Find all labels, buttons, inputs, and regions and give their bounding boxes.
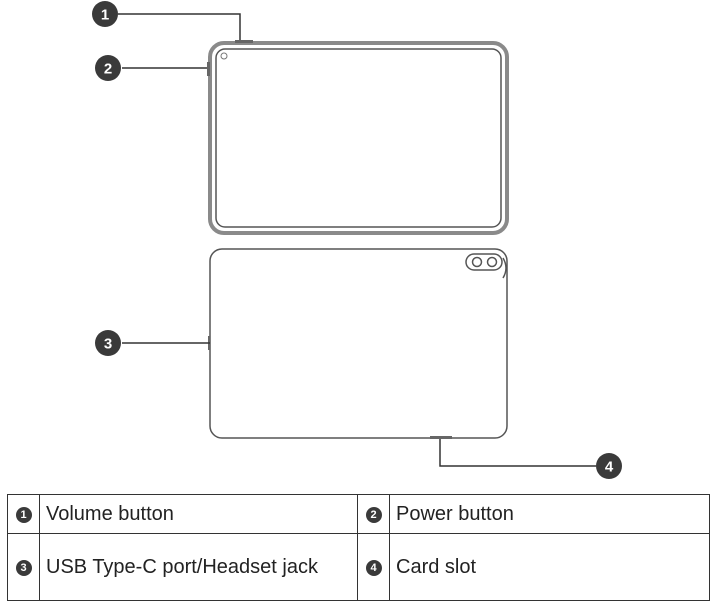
volume-button-shape [235, 40, 253, 43]
legend-cell-number: 2 [357, 494, 390, 534]
callout-2: 2 [95, 55, 121, 81]
callout-2-number: 2 [104, 61, 112, 78]
legend-badge-4: 4 [365, 559, 382, 576]
back-outline [209, 248, 508, 439]
callout-3-number: 3 [104, 336, 112, 353]
rear-camera-lens-icon [471, 256, 483, 268]
legend-badge-1: 1 [15, 506, 32, 523]
front-screen [215, 48, 502, 228]
tablet-diagram: 1 2 3 4 [92, 1, 622, 479]
legend-cell-number: 1 [7, 494, 40, 534]
legend-label-volume-button: Volume button [39, 494, 358, 534]
callout-4: 4 [596, 453, 622, 479]
callout-1-number: 1 [101, 7, 109, 24]
legend-cell-number: 4 [357, 533, 390, 601]
power-button-shape [207, 62, 210, 76]
legend-row: 1 Volume button 2 Power button [7, 494, 710, 534]
legend-label-power-button: Power button [389, 494, 710, 534]
front-camera-icon [220, 52, 228, 60]
card-slot-shape [430, 436, 452, 439]
leader-line-1 [118, 13, 241, 40]
leader-line-4 [439, 439, 596, 467]
legend-badge-3: 3 [15, 559, 32, 576]
legend-row: 3 USB Type-C port/Headset jack 4 Card sl… [7, 533, 710, 601]
parts-legend-table: 1 Volume button 2 Power button 3 USB Typ… [7, 494, 710, 601]
callout-4-number: 4 [605, 459, 614, 476]
tablet-back-view [208, 248, 508, 439]
legend-label-card-slot: Card slot [389, 533, 710, 601]
callout-3: 3 [95, 330, 121, 356]
leader-lines [118, 13, 596, 467]
rear-flash-icon [486, 256, 498, 268]
tablet-front-view [207, 40, 509, 235]
legend-label-usb-port: USB Type-C port/Headset jack [39, 533, 358, 601]
legend-cell-number: 3 [7, 533, 40, 601]
callout-1: 1 [92, 1, 118, 27]
side-button-bump [502, 257, 507, 279]
legend-badge-2: 2 [365, 506, 382, 523]
